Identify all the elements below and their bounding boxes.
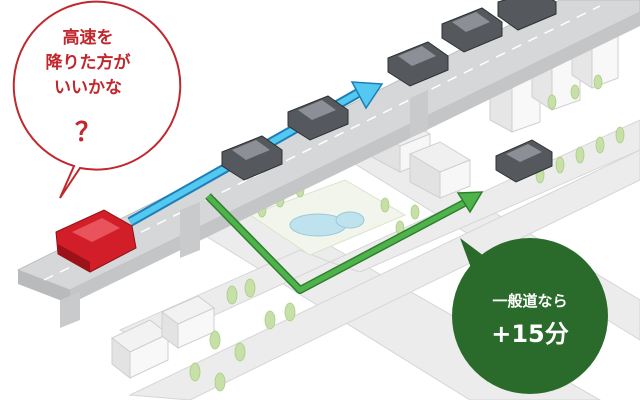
red-bubble-line: 降りた方が: [28, 51, 148, 76]
red-bubble-text: 高速を 降りた方が いいかな: [28, 26, 148, 101]
red-bubble-line: いいかな: [28, 76, 148, 101]
question-mark: ？: [28, 112, 148, 149]
green-bubble-line1: 一般道なら: [470, 290, 590, 311]
house: [162, 296, 214, 348]
red-bubble-line: 高速を: [28, 26, 148, 51]
green-bubble-line2: +15分: [470, 314, 590, 349]
house: [112, 320, 168, 378]
